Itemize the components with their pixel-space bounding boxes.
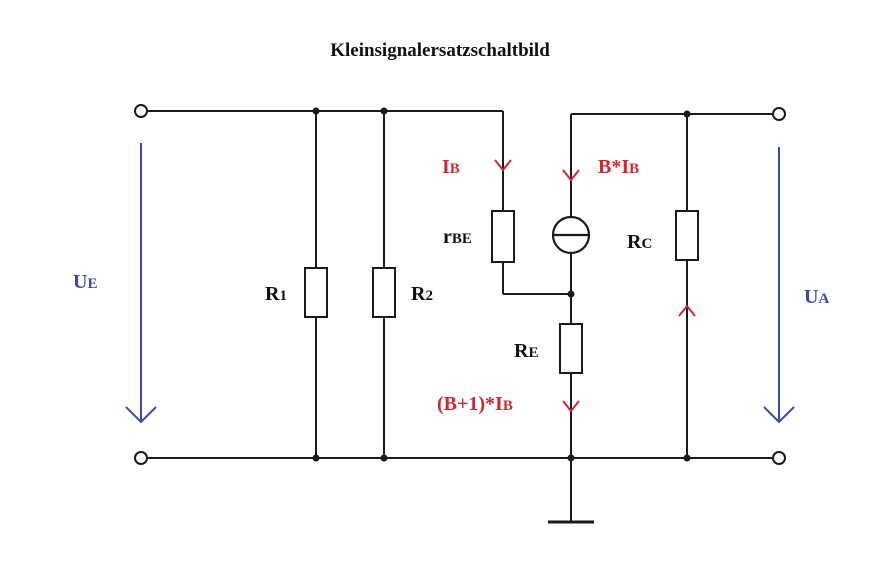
- wires: [147, 110, 772, 524]
- terminals: [134, 104, 786, 465]
- node-dot: [683, 110, 691, 118]
- label-ua: UA: [804, 286, 829, 308]
- diagram-title: Kleinsignalersatzschaltbild: [330, 40, 550, 61]
- label-re: RE: [514, 340, 538, 362]
- b1ib-arrow: [562, 400, 580, 413]
- resistor-rc: [675, 210, 699, 261]
- ib-arrow: [494, 159, 512, 172]
- resistor-re: [559, 323, 583, 374]
- resistor-rbe: [491, 210, 515, 263]
- node-dot: [380, 107, 388, 115]
- label-rc: RC: [627, 231, 652, 253]
- resistors: [304, 210, 699, 374]
- current-arrows: [494, 159, 696, 413]
- input-voltage-arrowhead: [125, 406, 157, 424]
- node-dot: [312, 107, 320, 115]
- resistor-r1: [304, 267, 328, 318]
- voltage-arrows: [125, 143, 795, 424]
- input-terminal-top: [134, 104, 148, 118]
- label-bib: B*IB: [598, 156, 639, 178]
- output-voltage-arrowhead: [763, 406, 795, 424]
- label-r2: R2: [411, 283, 433, 305]
- node-dot: [567, 290, 575, 298]
- input-terminal-bottom: [134, 451, 148, 465]
- label-ue: UE: [73, 271, 97, 293]
- resistor-r2: [372, 267, 396, 318]
- bib-arrow: [562, 169, 580, 182]
- node-dot: [567, 454, 575, 462]
- current-source: [551, 215, 591, 255]
- node-dot: [683, 454, 691, 462]
- label-ib: IB: [442, 156, 460, 178]
- rc-current-arrow: [678, 304, 696, 317]
- node-dot: [312, 454, 320, 462]
- node-dot: [380, 454, 388, 462]
- label-r1: R1: [265, 283, 287, 305]
- output-terminal-top: [772, 107, 786, 121]
- output-terminal-bottom: [772, 451, 786, 465]
- nodes: [312, 107, 691, 462]
- label-b1ib: (B+1)*IB: [437, 393, 513, 415]
- label-rbe: rBE: [443, 226, 472, 248]
